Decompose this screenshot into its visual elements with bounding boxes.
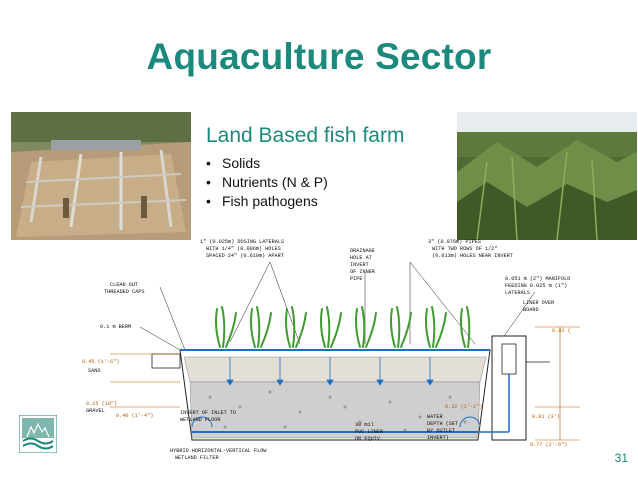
label-liner-mil: 30 mil xyxy=(355,422,374,428)
label-drainage: HOLE AT xyxy=(350,255,372,261)
label-dosing: SPACED 24" (0.610m) APART xyxy=(206,253,284,259)
label-dosing: WITH 1/4" (0.006m) HOLES xyxy=(206,246,281,252)
label-drainage: INVERT xyxy=(350,262,369,268)
label-berm: 0.1 m BERM xyxy=(100,324,131,330)
label-pipes: (0.013m) HOLES NEAR INVERT xyxy=(432,253,513,259)
label-liner-board: LINER OVER xyxy=(523,300,554,306)
label-sand: SAND xyxy=(88,368,100,374)
bullet-list: Solids Nutrients (N & P) Fish pathogens xyxy=(206,154,328,211)
bullet-item: Nutrients (N & P) xyxy=(206,173,328,192)
label-manifold: LATERALS xyxy=(505,290,530,296)
label-inlet: WETLAND FLOOR xyxy=(180,417,220,423)
page-number: 31 xyxy=(614,451,628,465)
photo-wetland-vegetation xyxy=(457,112,637,240)
label-liner-mil: OR EQUIV. xyxy=(355,436,383,442)
label-depth-040: 0.40 (1'-4") xyxy=(116,413,153,419)
label-filter: HYBRID HORIZONTAL-VERTICAL FLOW xyxy=(170,448,267,454)
organization-logo xyxy=(18,414,58,454)
label-cleanout: CLEAN OUT xyxy=(110,282,138,288)
label-d061: 0.61 ( xyxy=(552,328,571,334)
label-water-depth: BY OUTLET xyxy=(427,428,455,434)
label-gravel: GRAVEL xyxy=(86,408,105,414)
label-drainage: DRAINAGE xyxy=(350,248,375,254)
slide-title: Aquaculture Sector xyxy=(146,36,492,77)
label-drainage: PIPE xyxy=(350,276,362,282)
label-drainage: OF INNER xyxy=(350,269,375,275)
label-water-depth: DEPTH (SET xyxy=(427,421,458,427)
label-manifold: FEEDING 0.025 m (1") xyxy=(505,283,567,289)
label-d032: 0.32 (1'-1") xyxy=(445,404,482,410)
label-inlet: INVERT OF INLET TO xyxy=(180,410,236,416)
label-pipes: WITH TWO ROWS OF 1/2" xyxy=(432,246,497,252)
label-pipes: 3" (0.076m) PIPES xyxy=(428,239,481,245)
label-d091: 0.91 (3') xyxy=(532,414,560,420)
label-sand-depth: 0.45 (1'-6") xyxy=(82,359,119,365)
label-d077: 0.77 (2'-6") xyxy=(530,442,567,448)
slide-subtitle: Land Based fish farm xyxy=(206,124,405,147)
label-gravel-depth: 0.25 (10") xyxy=(86,401,117,407)
label-filter: WETLAND FILTER xyxy=(175,455,219,461)
wetland-filter-diagram: 1" (0.025m) DOSING LATERALS WITH 1/4" (0… xyxy=(80,232,638,472)
label-manifold: 0.051 m (2") MANIFOLD xyxy=(505,276,570,282)
label-water-depth: INVERT) xyxy=(427,435,449,441)
label-liner-board: BOARD xyxy=(523,307,539,313)
label-cleanout: THREADED CAPS xyxy=(104,289,144,295)
photo-fish-farm-bed xyxy=(11,112,191,240)
label-liner-mil: PVC LINER xyxy=(355,429,383,435)
bullet-item: Fish pathogens xyxy=(206,192,328,211)
bullet-item: Solids xyxy=(206,154,328,173)
label-water-depth: WATER xyxy=(427,414,443,420)
label-dosing: 1" (0.025m) DOSING LATERALS xyxy=(200,239,284,245)
